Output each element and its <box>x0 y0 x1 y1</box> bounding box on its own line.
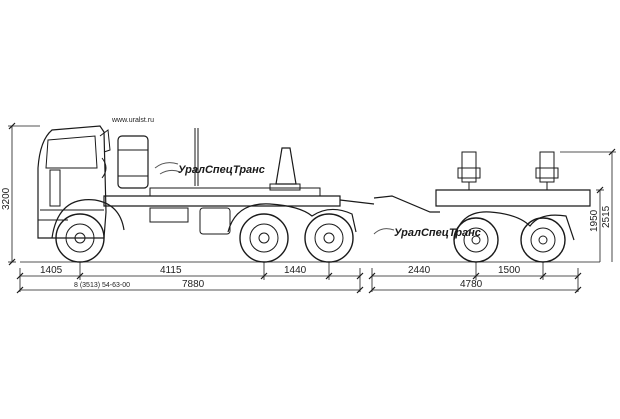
truck-tank <box>117 135 149 189</box>
truck-drawing <box>37 125 375 263</box>
phone-label: 8 (3513) 54-63-00 <box>74 282 130 289</box>
dim-height-total: 3200 <box>1 187 12 210</box>
trailer-wheel-1 <box>453 217 499 263</box>
truck-logo: УралСпецТранс www.uralst.ru <box>111 117 265 176</box>
truck-frame <box>103 195 341 207</box>
svg-text:УралСпецТранс: УралСпецТранс <box>178 164 265 176</box>
truck-cab <box>37 125 107 239</box>
dim-trailer-platform-height: 1950 <box>589 209 600 232</box>
svg-text:УралСпецТранс: УралСпецТранс <box>394 227 481 239</box>
dim-wheelbase-1: 4115 <box>160 265 182 276</box>
website-label: www.uralst.ru <box>111 117 154 124</box>
dim-trailer-length: 4780 <box>460 279 483 290</box>
truck-wheel-rear-2 <box>304 213 354 263</box>
trailer-wheel-2 <box>520 217 566 263</box>
trailer-logo: УралСпецТранс <box>373 227 481 239</box>
dim-trailer-axle-spacing: 1500 <box>498 265 521 276</box>
truck-wheel-rear-1 <box>239 213 289 263</box>
dimension-lines <box>8 122 616 294</box>
dim-trailer-drawbar: 2440 <box>408 265 431 276</box>
trailer-frame <box>435 189 591 207</box>
dim-trailer-height: 2515 <box>601 205 612 228</box>
dim-front-overhang: 1405 <box>40 265 63 276</box>
trailer-drawing <box>373 151 591 263</box>
dim-truck-length: 7880 <box>182 279 205 290</box>
dim-wheelbase-2: 1440 <box>284 265 307 276</box>
